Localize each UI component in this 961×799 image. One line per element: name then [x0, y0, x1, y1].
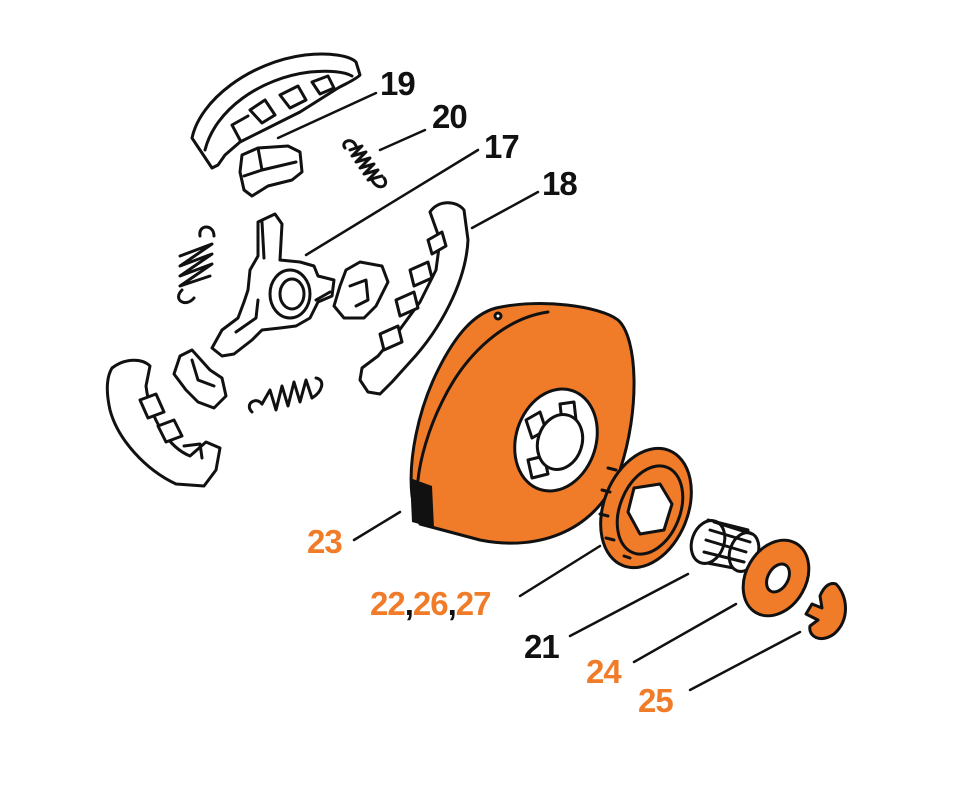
label-22-26-27: 22,26,27	[370, 587, 491, 620]
washer	[741, 538, 811, 618]
label-comma: ,	[404, 585, 414, 622]
clutch-shoe-top	[190, 52, 362, 170]
leader-lines	[276, 91, 802, 692]
rim-sprocket	[598, 446, 693, 570]
label-18: 18	[542, 165, 578, 202]
clutch-pad-middle	[332, 260, 390, 320]
label-19: 19	[380, 65, 416, 102]
spring-left	[177, 225, 216, 304]
label-25: 25	[638, 682, 674, 719]
label-27: 27	[455, 585, 492, 622]
needle-bearing	[689, 518, 761, 573]
label-21: 21	[524, 628, 560, 665]
clutch-hub	[210, 212, 336, 358]
label-17: 17	[484, 128, 520, 165]
label-26: 26	[412, 585, 449, 622]
clutch-shoe-bottom	[105, 358, 222, 488]
label-23: 23	[307, 523, 343, 560]
clutch-pad-top	[238, 144, 304, 198]
e-clip	[804, 582, 847, 640]
label-comma: ,	[447, 585, 457, 622]
label-22: 22	[370, 585, 406, 622]
label-20: 20	[432, 98, 468, 135]
clutch-pad-bottom	[172, 348, 228, 410]
label-24: 24	[586, 653, 622, 690]
spring-20	[342, 139, 387, 189]
clutch-shoe-right	[358, 201, 470, 396]
clutch-drum	[409, 302, 636, 545]
spring-bottom	[247, 376, 324, 414]
